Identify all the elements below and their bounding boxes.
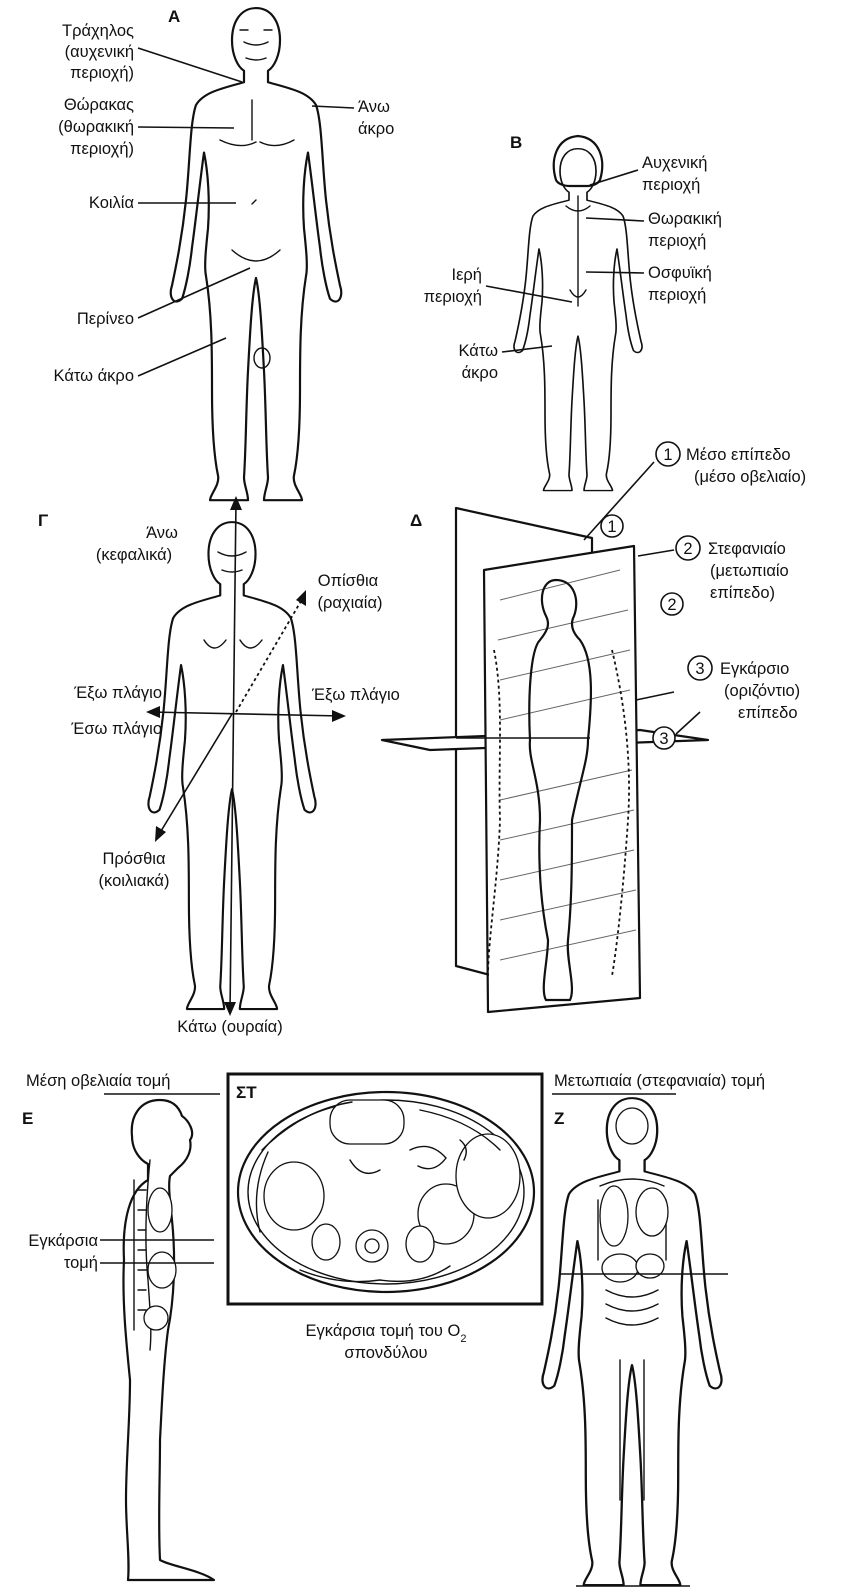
panel-g-label-medial: Έσω πλάγιο bbox=[70, 720, 162, 738]
svg-text:Αυχενική: Αυχενική bbox=[642, 154, 707, 172]
svg-text:1: 1 bbox=[607, 518, 616, 536]
svg-text:3: 3 bbox=[659, 730, 668, 748]
panel-b-label-thoracic: Θωρακική περιοχή bbox=[586, 210, 722, 250]
panel-d-label-median: 1 Μέσο επίπεδο (μέσο οβελιαίο) bbox=[656, 442, 806, 486]
svg-text:Περίνεο: Περίνεο bbox=[77, 310, 134, 328]
posterior-body-figure bbox=[514, 136, 642, 491]
panel-a-label-lower-limb: Κάτω άκρο bbox=[54, 338, 226, 385]
svg-text:Κάτω: Κάτω bbox=[458, 342, 498, 360]
svg-text:άκρο: άκρο bbox=[358, 120, 394, 138]
panel-z-title: Μετωπιαία (στεφανιαία) τομή bbox=[554, 1072, 765, 1090]
panel-g: Γ Άνω (κεφαλικά) Οπίσθια (ραχιαία) Έξω π… bbox=[38, 496, 400, 1036]
panel-z: Μετωπιαία (στεφανιαία) τομή Ζ bbox=[542, 1072, 765, 1586]
panel-a-label-thorax: Θώρακας (θωρακική περιοχή) bbox=[58, 96, 234, 158]
panel-a: A Τράχηλος (αυχενική περιοχή) Θώρακας (θ… bbox=[54, 7, 395, 500]
frontal-section-figure bbox=[542, 1098, 728, 1586]
svg-text:(κεφαλικά): (κεφαλικά) bbox=[96, 546, 172, 564]
sagittal-section-figure bbox=[123, 1100, 214, 1580]
svg-text:περιοχή: περιοχή bbox=[648, 232, 706, 250]
panel-a-label-perineum: Περίνεο bbox=[77, 268, 250, 328]
svg-text:Εγκάρσιο: Εγκάρσιο bbox=[720, 660, 789, 678]
svg-text:2: 2 bbox=[667, 596, 676, 614]
panel-e-title: Μέση οβελιαία τομή bbox=[26, 1072, 170, 1090]
panel-a-letter: A bbox=[168, 7, 180, 26]
svg-text:περιοχή): περιοχή) bbox=[70, 64, 134, 82]
svg-text:Οσφυϊκή: Οσφυϊκή bbox=[648, 264, 712, 282]
svg-text:2: 2 bbox=[683, 540, 692, 558]
svg-text:Κάτω άκρο: Κάτω άκρο bbox=[54, 367, 134, 385]
svg-text:3: 3 bbox=[695, 660, 704, 678]
panel-g-label-superior: Άνω (κεφαλικά) bbox=[96, 524, 178, 564]
direction-axes bbox=[146, 496, 346, 1016]
svg-text:επίπεδο: επίπεδο bbox=[738, 704, 798, 722]
svg-text:(ραχιαία): (ραχιαία) bbox=[318, 594, 383, 612]
panel-b-label-sacral: Ιερή περιοχή bbox=[424, 266, 572, 306]
svg-text:Άνω: Άνω bbox=[358, 98, 390, 116]
panel-e-letter: Ε bbox=[22, 1109, 33, 1128]
svg-text:(μετωπιαίο: (μετωπιαίο bbox=[710, 562, 789, 580]
svg-text:(μέσο οβελιαίο): (μέσο οβελιαίο) bbox=[694, 468, 806, 486]
svg-text:σπονδύλου: σπονδύλου bbox=[344, 1344, 427, 1362]
svg-text:Ιερή: Ιερή bbox=[451, 266, 482, 284]
panel-a-label-upper-limb: Άνω άκρο bbox=[312, 98, 394, 138]
panel-g-label-lateral-left: Έξω πλάγιο bbox=[73, 684, 162, 702]
panel-g-label-inferior: Κάτω (ουραία) bbox=[177, 1018, 282, 1036]
panel-g-label-lateral-right: Έξω πλάγιο bbox=[311, 686, 400, 704]
panel-g-label-posterior: Οπίσθια (ραχιαία) bbox=[318, 572, 383, 612]
svg-text:Πρόσθια: Πρόσθια bbox=[102, 850, 166, 868]
panel-a-label-neck: Τράχηλος (αυχενική περιοχή) bbox=[62, 22, 242, 82]
panel-b: B Αυχενική περιοχή Θωρακική περιοχή Οσφυ… bbox=[424, 133, 722, 491]
panel-d-label-coronal: 2 Στεφανιαίο (μετωπιαίο επίπεδο) bbox=[676, 536, 789, 602]
panel-e: Μέση οβελιαία τομή Ε Εγκάρσια τομή bbox=[22, 1072, 220, 1580]
anterior-body-figure bbox=[171, 8, 342, 500]
svg-text:1: 1 bbox=[663, 446, 672, 464]
svg-text:Άνω: Άνω bbox=[146, 524, 178, 542]
panel-g-letter: Γ bbox=[38, 511, 48, 530]
panel-d-label-transverse: 3 Εγκάρσιο (οριζόντιο) επίπεδο bbox=[688, 656, 800, 722]
svg-text:Θώρακας: Θώρακας bbox=[64, 96, 134, 114]
svg-text:Μέσο επίπεδο: Μέσο επίπεδο bbox=[686, 446, 791, 464]
panel-d: Δ 1 2 3 bbox=[382, 442, 806, 1012]
svg-text:(κοιλιακά): (κοιλιακά) bbox=[99, 872, 170, 890]
panel-g-label-anterior: Πρόσθια (κοιλιακά) bbox=[99, 850, 170, 890]
svg-text:περιοχή): περιοχή) bbox=[70, 140, 134, 158]
panel-st: ΣΤ Εγκάρσια τομή του O2 σπονδύλου bbox=[228, 1074, 542, 1362]
panel-b-label-cervical: Αυχενική περιοχή bbox=[590, 154, 707, 194]
svg-text:Εγκάρσια: Εγκάρσια bbox=[28, 1232, 98, 1250]
panel-d-letter: Δ bbox=[410, 511, 422, 530]
svg-text:Στεφανιαίο: Στεφανιαίο bbox=[708, 540, 786, 558]
svg-text:Τράχηλος: Τράχηλος bbox=[62, 22, 134, 40]
svg-text:Οπίσθια: Οπίσθια bbox=[318, 572, 379, 590]
svg-text:περιοχή: περιοχή bbox=[424, 288, 482, 306]
planes-illustration: 1 2 3 bbox=[382, 462, 708, 1012]
panel-b-label-lumbar: Οσφυϊκή περιοχή bbox=[586, 264, 712, 304]
svg-text:περιοχή: περιοχή bbox=[642, 176, 700, 194]
panel-e-label-transverse-section: Εγκάρσια τομή bbox=[28, 1232, 214, 1272]
svg-text:(θωρακική: (θωρακική bbox=[58, 118, 134, 136]
svg-text:Κοιλία: Κοιλία bbox=[89, 194, 135, 212]
svg-text:επίπεδο): επίπεδο) bbox=[710, 584, 775, 602]
svg-text:Εγκάρσια τομή του O2: Εγκάρσια τομή του O2 bbox=[306, 1322, 467, 1345]
svg-text:(οριζόντιο): (οριζόντιο) bbox=[724, 682, 800, 700]
panel-z-letter: Ζ bbox=[554, 1109, 564, 1128]
panel-a-label-abdomen: Κοιλία bbox=[89, 194, 236, 212]
panel-st-letter: ΣΤ bbox=[236, 1083, 257, 1102]
svg-text:Θωρακική: Θωρακική bbox=[648, 210, 722, 228]
panel-st-caption: Εγκάρσια τομή του O2 σπονδύλου bbox=[306, 1322, 467, 1362]
svg-text:περιοχή: περιοχή bbox=[648, 286, 706, 304]
svg-text:άκρο: άκρο bbox=[462, 364, 498, 382]
svg-text:τομή: τομή bbox=[64, 1254, 98, 1272]
svg-text:(αυχενική: (αυχενική bbox=[65, 43, 134, 61]
panel-b-label-lower-limb: Κάτω άκρο bbox=[458, 342, 552, 382]
panel-b-letter: B bbox=[510, 133, 522, 152]
directional-body-figure bbox=[148, 522, 315, 1009]
